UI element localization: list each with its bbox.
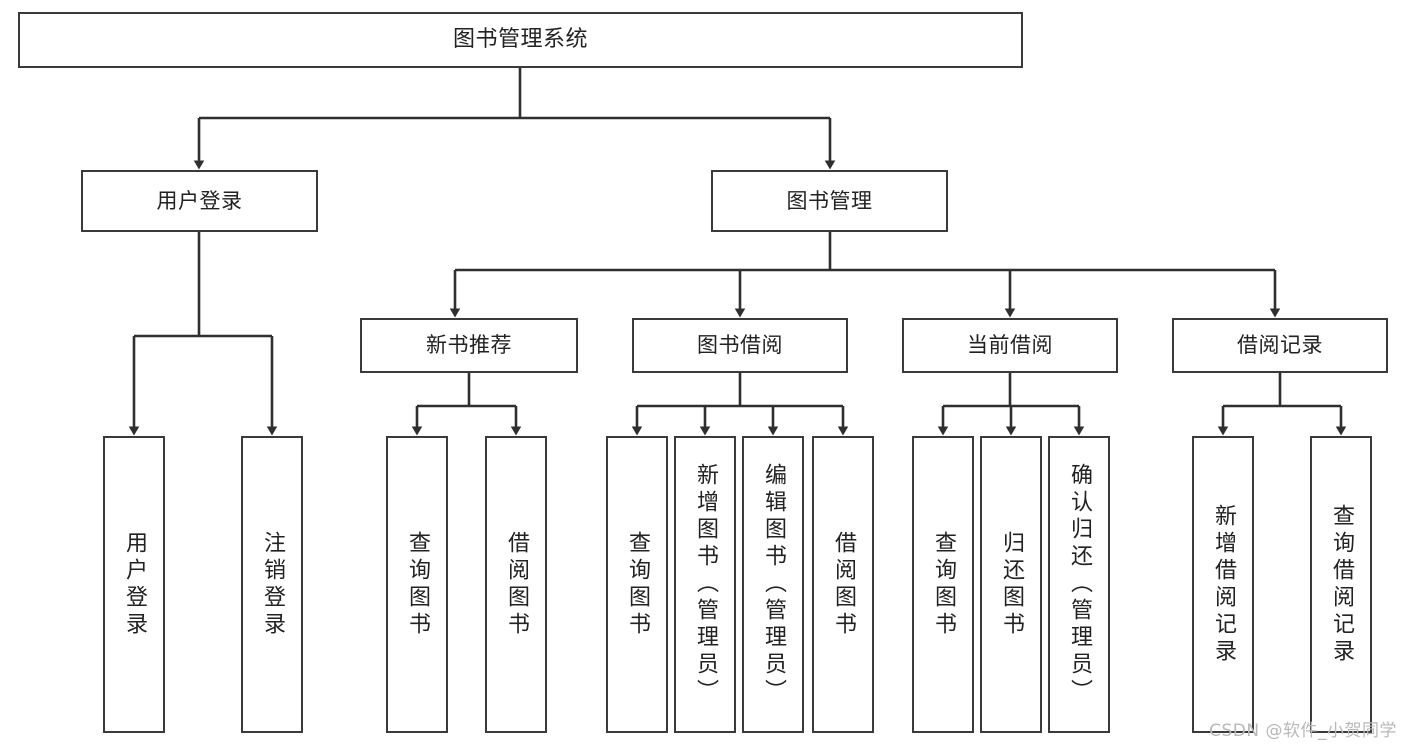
node-label: 归还图书 [999, 530, 1024, 639]
leaf-add-book[interactable]: 新增图书（管理员） [674, 436, 736, 733]
node-label: 查询图书 [625, 530, 650, 639]
node-label: 借阅图书 [504, 530, 529, 639]
node-label: 确认归还（管理员） [1067, 463, 1092, 706]
node-book-borrow[interactable]: 图书借阅 [632, 318, 848, 373]
leaf-return-book[interactable]: 归还图书 [980, 436, 1042, 733]
csdn-watermark: CSDN @软件_小贺同学 [1209, 721, 1397, 741]
leaf-add-record[interactable]: 新增借阅记录 [1192, 436, 1254, 733]
node-label: 新增图书（管理员） [693, 463, 718, 706]
node-label: 用户登录 [156, 188, 243, 213]
node-label: 新书推荐 [426, 333, 512, 358]
leaf-user-logout[interactable]: 注销登录 [241, 436, 303, 733]
node-label: 查询图书 [931, 530, 956, 639]
leaf-query-record[interactable]: 查询借阅记录 [1310, 436, 1372, 733]
node-label: 图书管理系统 [452, 27, 588, 53]
node-label: 编辑图书（管理员） [761, 463, 786, 706]
node-label: 当前借阅 [967, 333, 1053, 358]
leaf-edit-book[interactable]: 编辑图书（管理员） [742, 436, 804, 733]
node-label: 借阅图书 [831, 530, 856, 639]
node-label: 用户登录 [122, 530, 147, 639]
leaf-query-book-1[interactable]: 查询图书 [386, 436, 448, 733]
node-root-system[interactable]: 图书管理系统 [18, 12, 1023, 68]
node-label: 借阅记录 [1237, 333, 1323, 358]
leaf-confirm-return[interactable]: 确认归还（管理员） [1048, 436, 1110, 733]
leaf-borrow-book-2[interactable]: 借阅图书 [812, 436, 874, 733]
node-label: 图书管理 [786, 188, 873, 213]
leaf-user-login[interactable]: 用户登录 [103, 436, 165, 733]
node-new-book-recommend[interactable]: 新书推荐 [360, 318, 578, 373]
node-label: 注销登录 [260, 530, 285, 639]
node-label: 查询借阅记录 [1329, 503, 1354, 666]
node-label: 图书借阅 [697, 333, 783, 358]
node-borrow-record[interactable]: 借阅记录 [1172, 318, 1388, 373]
node-user-login[interactable]: 用户登录 [81, 170, 318, 232]
leaf-query-book-3[interactable]: 查询图书 [912, 436, 974, 733]
leaf-query-book-2[interactable]: 查询图书 [606, 436, 668, 733]
node-current-borrow[interactable]: 当前借阅 [902, 318, 1118, 373]
leaf-borrow-book-1[interactable]: 借阅图书 [485, 436, 547, 733]
node-label: 查询图书 [405, 530, 430, 639]
node-book-manage[interactable]: 图书管理 [711, 170, 948, 232]
node-label: 新增借阅记录 [1211, 503, 1236, 666]
